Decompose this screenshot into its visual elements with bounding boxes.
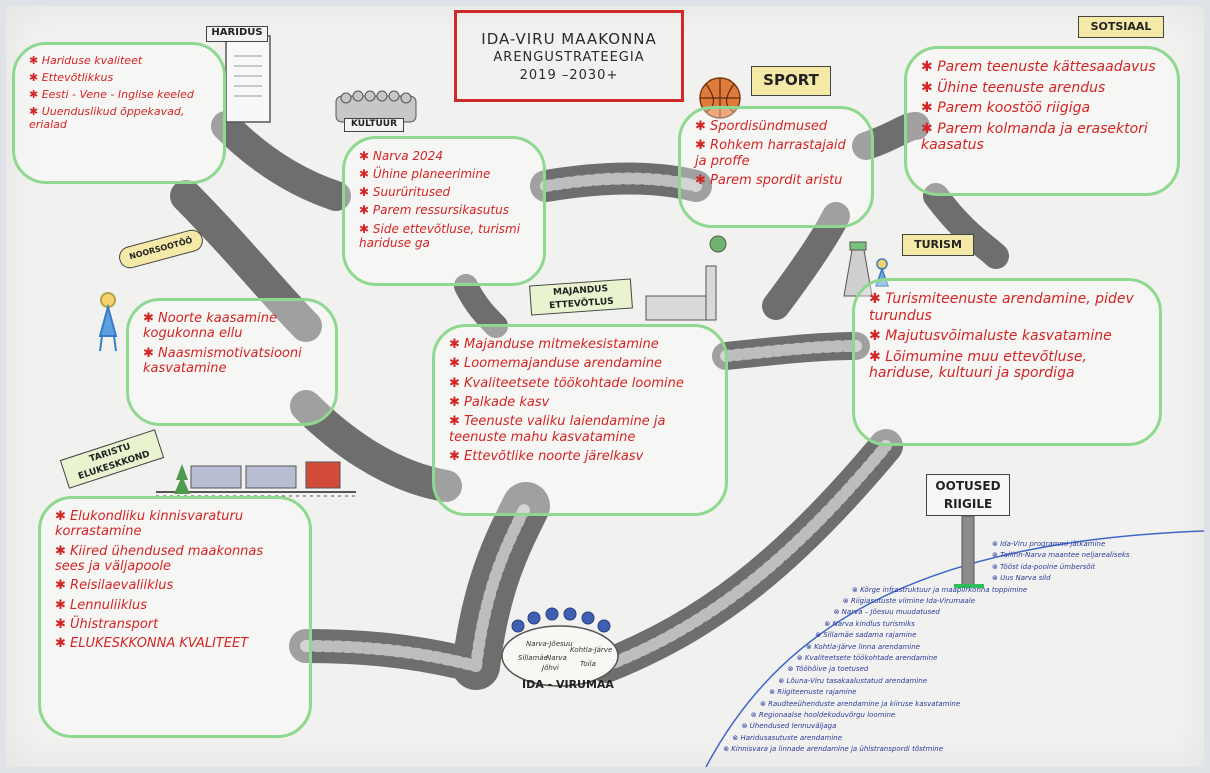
town-3: Sillamäe <box>518 654 548 662</box>
bubble-taristu: Elukondliku kinnisvaraturu korrastamine … <box>38 496 312 738</box>
noorsootoo-item: Noorte kaasamine kogukonna ellu <box>143 311 321 342</box>
ootused-item: ⊗ Haridusasutuste arendamine <box>732 733 843 742</box>
ootused-item: ⊗ Kohtla-Järve linna arendamine <box>806 642 920 651</box>
ootused-item: ⊗ Kinnisvara ja linnade arendamine ja üh… <box>723 745 944 754</box>
factory-icon <box>645 235 727 321</box>
town-1: Narva-Jõesuu <box>526 640 573 648</box>
haridus-item: Hariduse kvaliteet <box>29 54 209 68</box>
sotsiaal-item: Parem kolmanda ja erasektori kaasatus <box>921 121 1163 154</box>
poster-board: IDA-VIRU MAAKONNA ARENGUSTRATEEGIA 2019 … <box>6 6 1204 767</box>
ootused-item: ⊗ Ida-Viru programmi jätkamine <box>992 540 1106 548</box>
kultuur-item: Narva 2024 <box>359 149 529 163</box>
taristu-item: Ühistransport <box>55 617 295 632</box>
majandus-item: Ettevõtlike noorte järelkasv <box>449 449 711 464</box>
ootused-item: ⊗ Tööst ida-poolne ümbersõit <box>992 562 1096 571</box>
sign-sotsiaal: SOTSIAAL <box>1078 16 1164 38</box>
ootused-item: ⊗ Kõrge infrastruktuur ja maapiirkonna t… <box>852 585 1028 594</box>
majandus-item: Palkade kasv <box>449 395 711 410</box>
person-figure-icon <box>98 292 118 352</box>
town-2: Kohtla-Järve <box>570 646 613 654</box>
ootused-item: ⊗ Tallinn-Narva maantee neljarealiseks <box>992 551 1130 560</box>
title-line-2: ARENGUSTRATEEGIA <box>493 50 645 66</box>
bubble-kultuur: Narva 2024 Ühine planeerimine Suurüritus… <box>342 136 546 286</box>
sport-item: Parem spordit aristu <box>695 173 857 188</box>
sign-kultuur: KULTUUR <box>344 118 404 132</box>
ootused-item: ⊗ Narva – Jõesuu muudatused <box>833 608 940 617</box>
turism-item: Lõimumine muu ettevõtluse, hariduse, kul… <box>869 349 1145 382</box>
noorsootoo-item: Naasmismotivatsiooni kasvatamine <box>143 346 321 377</box>
taristu-item: Kiired ühendused maakonnas sees ja välja… <box>55 544 295 575</box>
majandus-item: Kvaliteetsete töökohtade loomine <box>449 376 711 391</box>
ootused-item: ⊗ Sillamäe sadama rajamine <box>815 631 917 640</box>
taristu-item: Lennuliiklus <box>55 598 295 613</box>
bubble-turism: Turismiteenuste arendamine, pidev turund… <box>852 278 1162 446</box>
haridus-item: Uuenduslikud õppekavad, erialad <box>29 105 209 132</box>
sport-item: Spordisündmused <box>695 119 857 134</box>
road-branch-9 <box>454 274 508 338</box>
majandus-item: Teenuste valiku laiendamine ja teenuste … <box>449 414 711 445</box>
road-network <box>98 35 1204 767</box>
sign-ootused: OOTUSED RIIGILE <box>926 474 1010 516</box>
title-line-1: IDA-VIRU MAAKONNA <box>481 30 657 48</box>
taristu-item: ELUKESKKONNA KVALITEET <box>55 636 295 651</box>
sign-haridus: HARIDUS <box>206 26 268 42</box>
ootused-boundary <box>705 530 1204 767</box>
kultuur-item: Ühine planeerimine <box>359 167 529 181</box>
ootused-item: ⊗ Raudteeühenduste arendamine ja kiiruse… <box>760 699 961 708</box>
bubble-sotsiaal: Parem teenuste kättesaadavus Ühine teenu… <box>904 46 1180 196</box>
ootused-item: ⊗ Tööhõive ja toetused <box>787 665 869 674</box>
ootused-item: ⊗ Lõuna-Viru tasakaalustatud arendamine <box>778 676 928 685</box>
ootused-item: ⊗ Kvaliteetsete töökohtade arendamine <box>796 654 938 662</box>
sotsiaal-item: Parem koostöö riigiga <box>921 100 1163 117</box>
haridus-item: Eesti - Vene - Inglise keeled <box>29 88 209 102</box>
document-icon <box>225 35 271 123</box>
strategy-title: IDA-VIRU MAAKONNA ARENGUSTRATEEGIA 2019 … <box>454 10 684 102</box>
bubble-majandus: Majanduse mitmekesistamine Loomemajandus… <box>432 324 728 516</box>
sign-turism: TURISM <box>902 234 974 256</box>
tree-icon <box>174 464 190 494</box>
ootused-item: ⊗ Narva kindlus turismiks <box>824 619 915 628</box>
ootused-item: ⊗ Uus Narva sild <box>992 574 1051 583</box>
bubble-haridus: Hariduse kvaliteet Ettevõtlikkus Eesti -… <box>12 42 226 184</box>
sign-sport: SPORT <box>751 66 831 96</box>
label-ida-virumaa: IDA - VIRUMAA <box>522 678 614 691</box>
crowd-icon <box>335 90 417 123</box>
taristu-item: Elukondliku kinnisvaraturu korrastamine <box>55 509 295 540</box>
ootused-item: ⊗ Riigiasutuste viimine Ida-Virumaale <box>842 597 976 605</box>
majandus-item: Loomemajanduse arendamine <box>449 356 711 371</box>
taristu-item: Reisilaevaliiklus <box>55 578 295 593</box>
ootused-item: ⊗ Ühendused lennuväljaga <box>741 722 837 731</box>
ootused-item: ⊗ Regionaalse hooldekoduvõrgu loomine <box>750 711 896 719</box>
bubble-sport: Spordisündmused Rohkem harrastajaid ja p… <box>678 106 874 228</box>
turism-item: Majutusvõimaluste kasvatamine <box>869 328 1145 345</box>
people-ring-icon <box>511 607 611 633</box>
signpost-icon <box>954 515 984 588</box>
sport-item: Rohkem harrastajaid ja proffe <box>695 138 857 169</box>
bubble-noorsootoo: Noorte kaasamine kogukonna ellu Naasmism… <box>126 298 338 426</box>
ida-virumaa-ring <box>501 625 619 687</box>
majandus-item: Majanduse mitmekesistamine <box>449 337 711 352</box>
title-line-3: 2019 –2030+ <box>519 67 619 83</box>
road-branch-2 <box>211 111 351 211</box>
ootused-item: ⊗ Riigiteenuste rajamine <box>769 688 857 697</box>
turism-item: Turismiteenuste arendamine, pidev turund… <box>869 291 1145 324</box>
haridus-item: Ettevõtlikkus <box>29 71 209 85</box>
kultuur-item: Suurüritused <box>359 185 529 199</box>
road-branch-6 <box>762 202 850 320</box>
town-6: Toila <box>580 660 596 668</box>
kultuur-item: Side ettevõtluse, turismi hariduse ga <box>359 222 529 250</box>
town-5: Jõhvi <box>542 664 559 672</box>
sotsiaal-item: Parem teenuste kättesaadavus <box>921 59 1163 76</box>
sotsiaal-item: Ühine teenuste arendus <box>921 80 1163 97</box>
town-4: Narva <box>546 654 567 662</box>
kultuur-item: Parem ressursikasutus <box>359 203 529 217</box>
